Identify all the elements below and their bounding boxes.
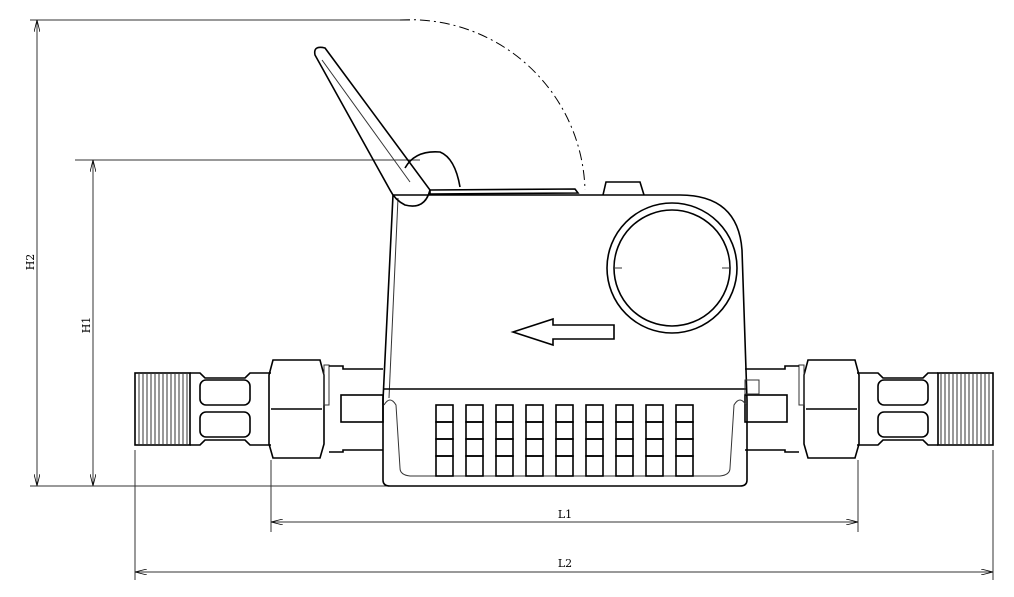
dimension-l1: L1 (270, 460, 859, 532)
fin-cell (585, 404, 604, 423)
fin-cell (645, 421, 664, 440)
fin-cell (465, 455, 484, 477)
fin-cell (615, 421, 634, 440)
fin-cell (525, 438, 544, 457)
lid-swing-arc (399, 19, 586, 191)
fin-cell (435, 438, 454, 457)
l1-label: L1 (558, 508, 572, 521)
right-fitting (744, 359, 994, 459)
fin-cell (495, 455, 514, 477)
fin-cell (495, 421, 514, 440)
left-fitting (134, 359, 384, 459)
fin-cell (675, 421, 694, 440)
fin-cell (525, 455, 544, 477)
fin-cell (585, 421, 604, 440)
fin-cell (525, 421, 544, 440)
fin-cell (675, 438, 694, 457)
lid (313, 46, 431, 207)
h1-label: H1 (80, 317, 93, 334)
fin-cell (555, 455, 574, 477)
dial-window (606, 202, 738, 334)
dimension-h1: H1 (75, 159, 420, 486)
fin-cell (645, 455, 664, 477)
fin-cell (435, 421, 454, 440)
fin-cell (675, 455, 694, 477)
flow-arrow-icon (510, 317, 615, 347)
fin-cell (495, 404, 514, 423)
h2-label: H2 (24, 254, 37, 271)
fin-cell (465, 404, 484, 423)
fin-cell (525, 404, 544, 423)
fin-cell (645, 438, 664, 457)
fin-cell (435, 404, 454, 423)
dimension-h2: H2 (24, 19, 410, 486)
l2-label: L2 (558, 557, 572, 570)
cooling-fins (435, 404, 694, 477)
fin-cell (555, 438, 574, 457)
fin-cell (555, 421, 574, 440)
fin-cell (615, 455, 634, 477)
fin-cell (645, 404, 664, 423)
dimension-l2: L2 (134, 450, 994, 580)
meter-body (313, 46, 760, 487)
fin-cell (585, 455, 604, 477)
fin-cell (585, 438, 604, 457)
fin-cell (495, 438, 514, 457)
fin-cell (615, 404, 634, 423)
fin-cell (675, 404, 694, 423)
fin-cell (555, 404, 574, 423)
fin-cell (435, 455, 454, 477)
fin-cell (465, 438, 484, 457)
fin-cell (465, 421, 484, 440)
fin-cell (615, 438, 634, 457)
